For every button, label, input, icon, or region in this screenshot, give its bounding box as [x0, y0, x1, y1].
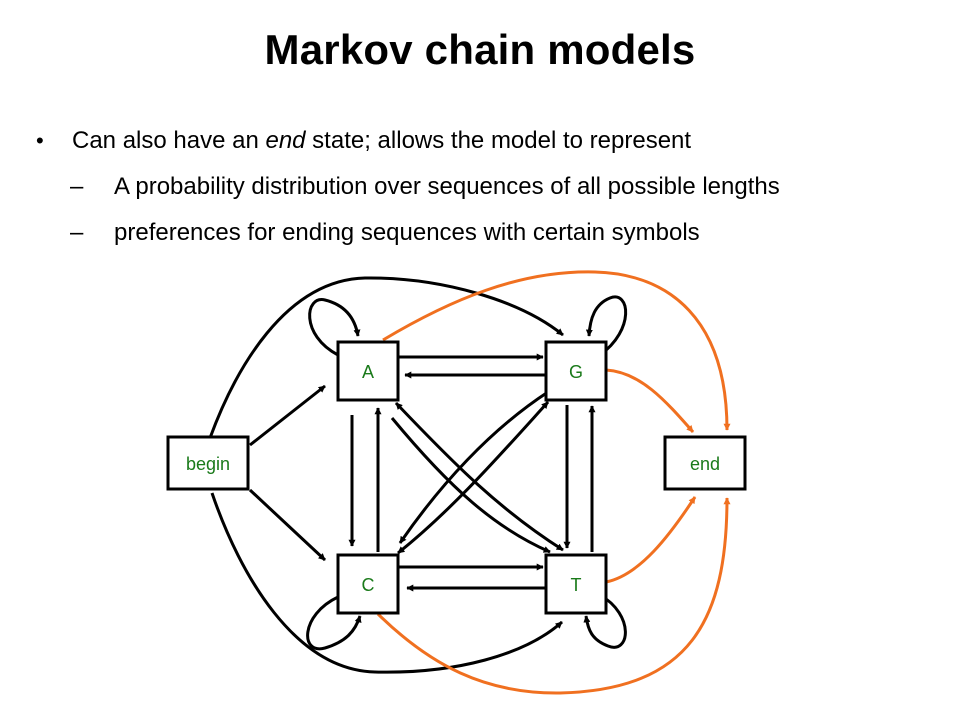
bullet-sub-2: – preferences for ending sequences with …: [30, 210, 950, 256]
bullet-main: • Can also have an end state; allows the…: [30, 118, 950, 164]
node-A: A: [336, 340, 400, 402]
node-begin-box: [166, 435, 250, 491]
edge-G-C-lower: [397, 400, 550, 555]
node-G-label: G: [569, 362, 583, 382]
bullet-sub-1: – A probability distribution over sequen…: [30, 164, 950, 210]
node-T: T: [544, 553, 608, 615]
edge-G-self-loop: [585, 295, 628, 357]
edge-C-self-loop: [306, 595, 362, 651]
bullet-list: • Can also have an end state; allows the…: [30, 118, 950, 256]
bullet-main-emphasis: end: [265, 127, 306, 154]
edge-G-C-upper: [398, 390, 549, 544]
state-nodes: A G C T begin end: [166, 340, 747, 615]
node-begin-label: begin: [186, 454, 230, 474]
edge-begin-to-C: [248, 488, 327, 562]
bullet-main-before: Can also have an: [72, 127, 266, 154]
node-C-box: [336, 553, 400, 615]
edge-T-self-loop: [583, 593, 627, 649]
node-A-label: A: [362, 362, 374, 382]
node-end-box: [663, 435, 747, 491]
edge-A-self-loop: [308, 298, 361, 357]
edge-begin-to-T: [210, 492, 563, 674]
end-transition-edges: [376, 270, 731, 695]
bullet-main-text: Can also have an end state; allows the m…: [72, 118, 691, 164]
bullet-main-after: state; allows the model to represent: [305, 127, 692, 154]
bullet-marker: •: [36, 128, 44, 153]
node-C-label: C: [362, 575, 375, 595]
slide-title: Markov chain models: [264, 26, 696, 73]
node-T-box: [544, 553, 608, 615]
sub-bullet-marker: –: [70, 173, 84, 200]
node-G-box: [544, 340, 608, 402]
node-A-box: [336, 340, 400, 402]
edge-T-to-end: [605, 496, 697, 584]
node-end: end: [663, 435, 747, 491]
node-G: G: [544, 340, 608, 402]
sub-bullet-marker: –: [70, 219, 84, 246]
node-end-label: end: [690, 454, 720, 474]
edge-begin-to-A: [249, 384, 326, 447]
bullet-sub-1-text: A probability distribution over sequence…: [114, 173, 780, 200]
edge-G-to-end: [605, 368, 695, 433]
node-T-label: T: [571, 575, 582, 595]
edge-A-to-end: [382, 270, 731, 431]
transition-edges: [208, 276, 628, 674]
bullet-sub-2-text: preferences for ending sequences with ce…: [114, 219, 700, 246]
node-begin: begin: [166, 435, 250, 491]
edge-begin-to-G: [208, 276, 564, 439]
edge-C-to-end: [376, 497, 731, 695]
node-C: C: [336, 553, 400, 615]
